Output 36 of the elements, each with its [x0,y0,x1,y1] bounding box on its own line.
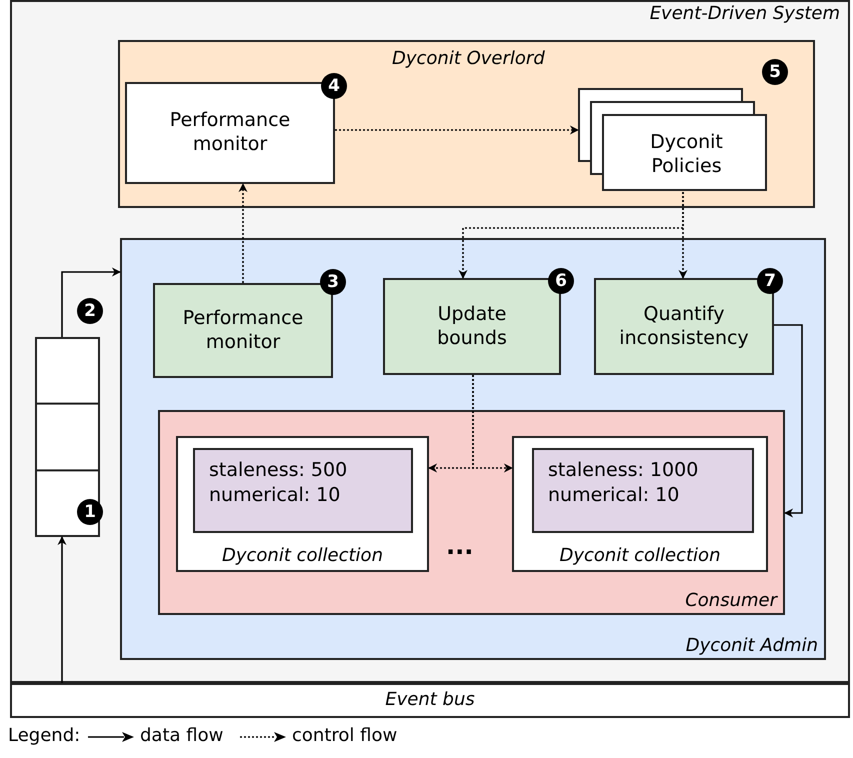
collection-title: Dyconit collection [221,545,384,566]
arrow [61,268,121,337]
settings-text: staleness: 500 numerical: 10 [209,458,348,508]
collection-box [512,436,768,572]
overlord-panel [118,40,815,208]
legend-label: data flow [140,724,224,748]
arrow [774,324,803,518]
process-label: Update bounds [436,302,508,350]
settings-box [193,448,413,533]
process-label: Quantify inconsistency [618,302,750,350]
bar-label: Event bus [385,689,475,712]
dotted-arrow [472,375,513,472]
panel-title: Dyconit Admin [686,635,818,656]
arrow [58,536,66,683]
process-label: Dyconit Policies [649,130,724,178]
dotted-arrow [678,192,688,279]
settings-box [532,448,754,533]
collection-title: Dyconit collection [558,545,722,566]
panel-title: Consumer [685,590,777,611]
legend-title: Legend: [8,724,80,748]
settings-text: staleness: 1000 numerical: 10 [548,458,700,508]
dotted-arrow [238,183,248,283]
admin-panel [120,238,826,660]
panel-title: Dyconit Overlord [392,48,545,69]
legend-label: control flow [292,724,398,748]
panel-title: Event-Driven System [650,3,840,24]
system-panel [10,0,850,683]
process-label: Performance monitor [168,109,292,157]
ellipsis: ... [446,534,474,558]
collection-box [176,436,429,572]
queue-box [35,337,100,537]
stacked-document-box [578,88,768,192]
dotted-arrow [335,126,579,134]
event-bus-bar [10,683,850,718]
consumer-panel [158,410,785,615]
process-label: Performance monitor [182,306,304,354]
